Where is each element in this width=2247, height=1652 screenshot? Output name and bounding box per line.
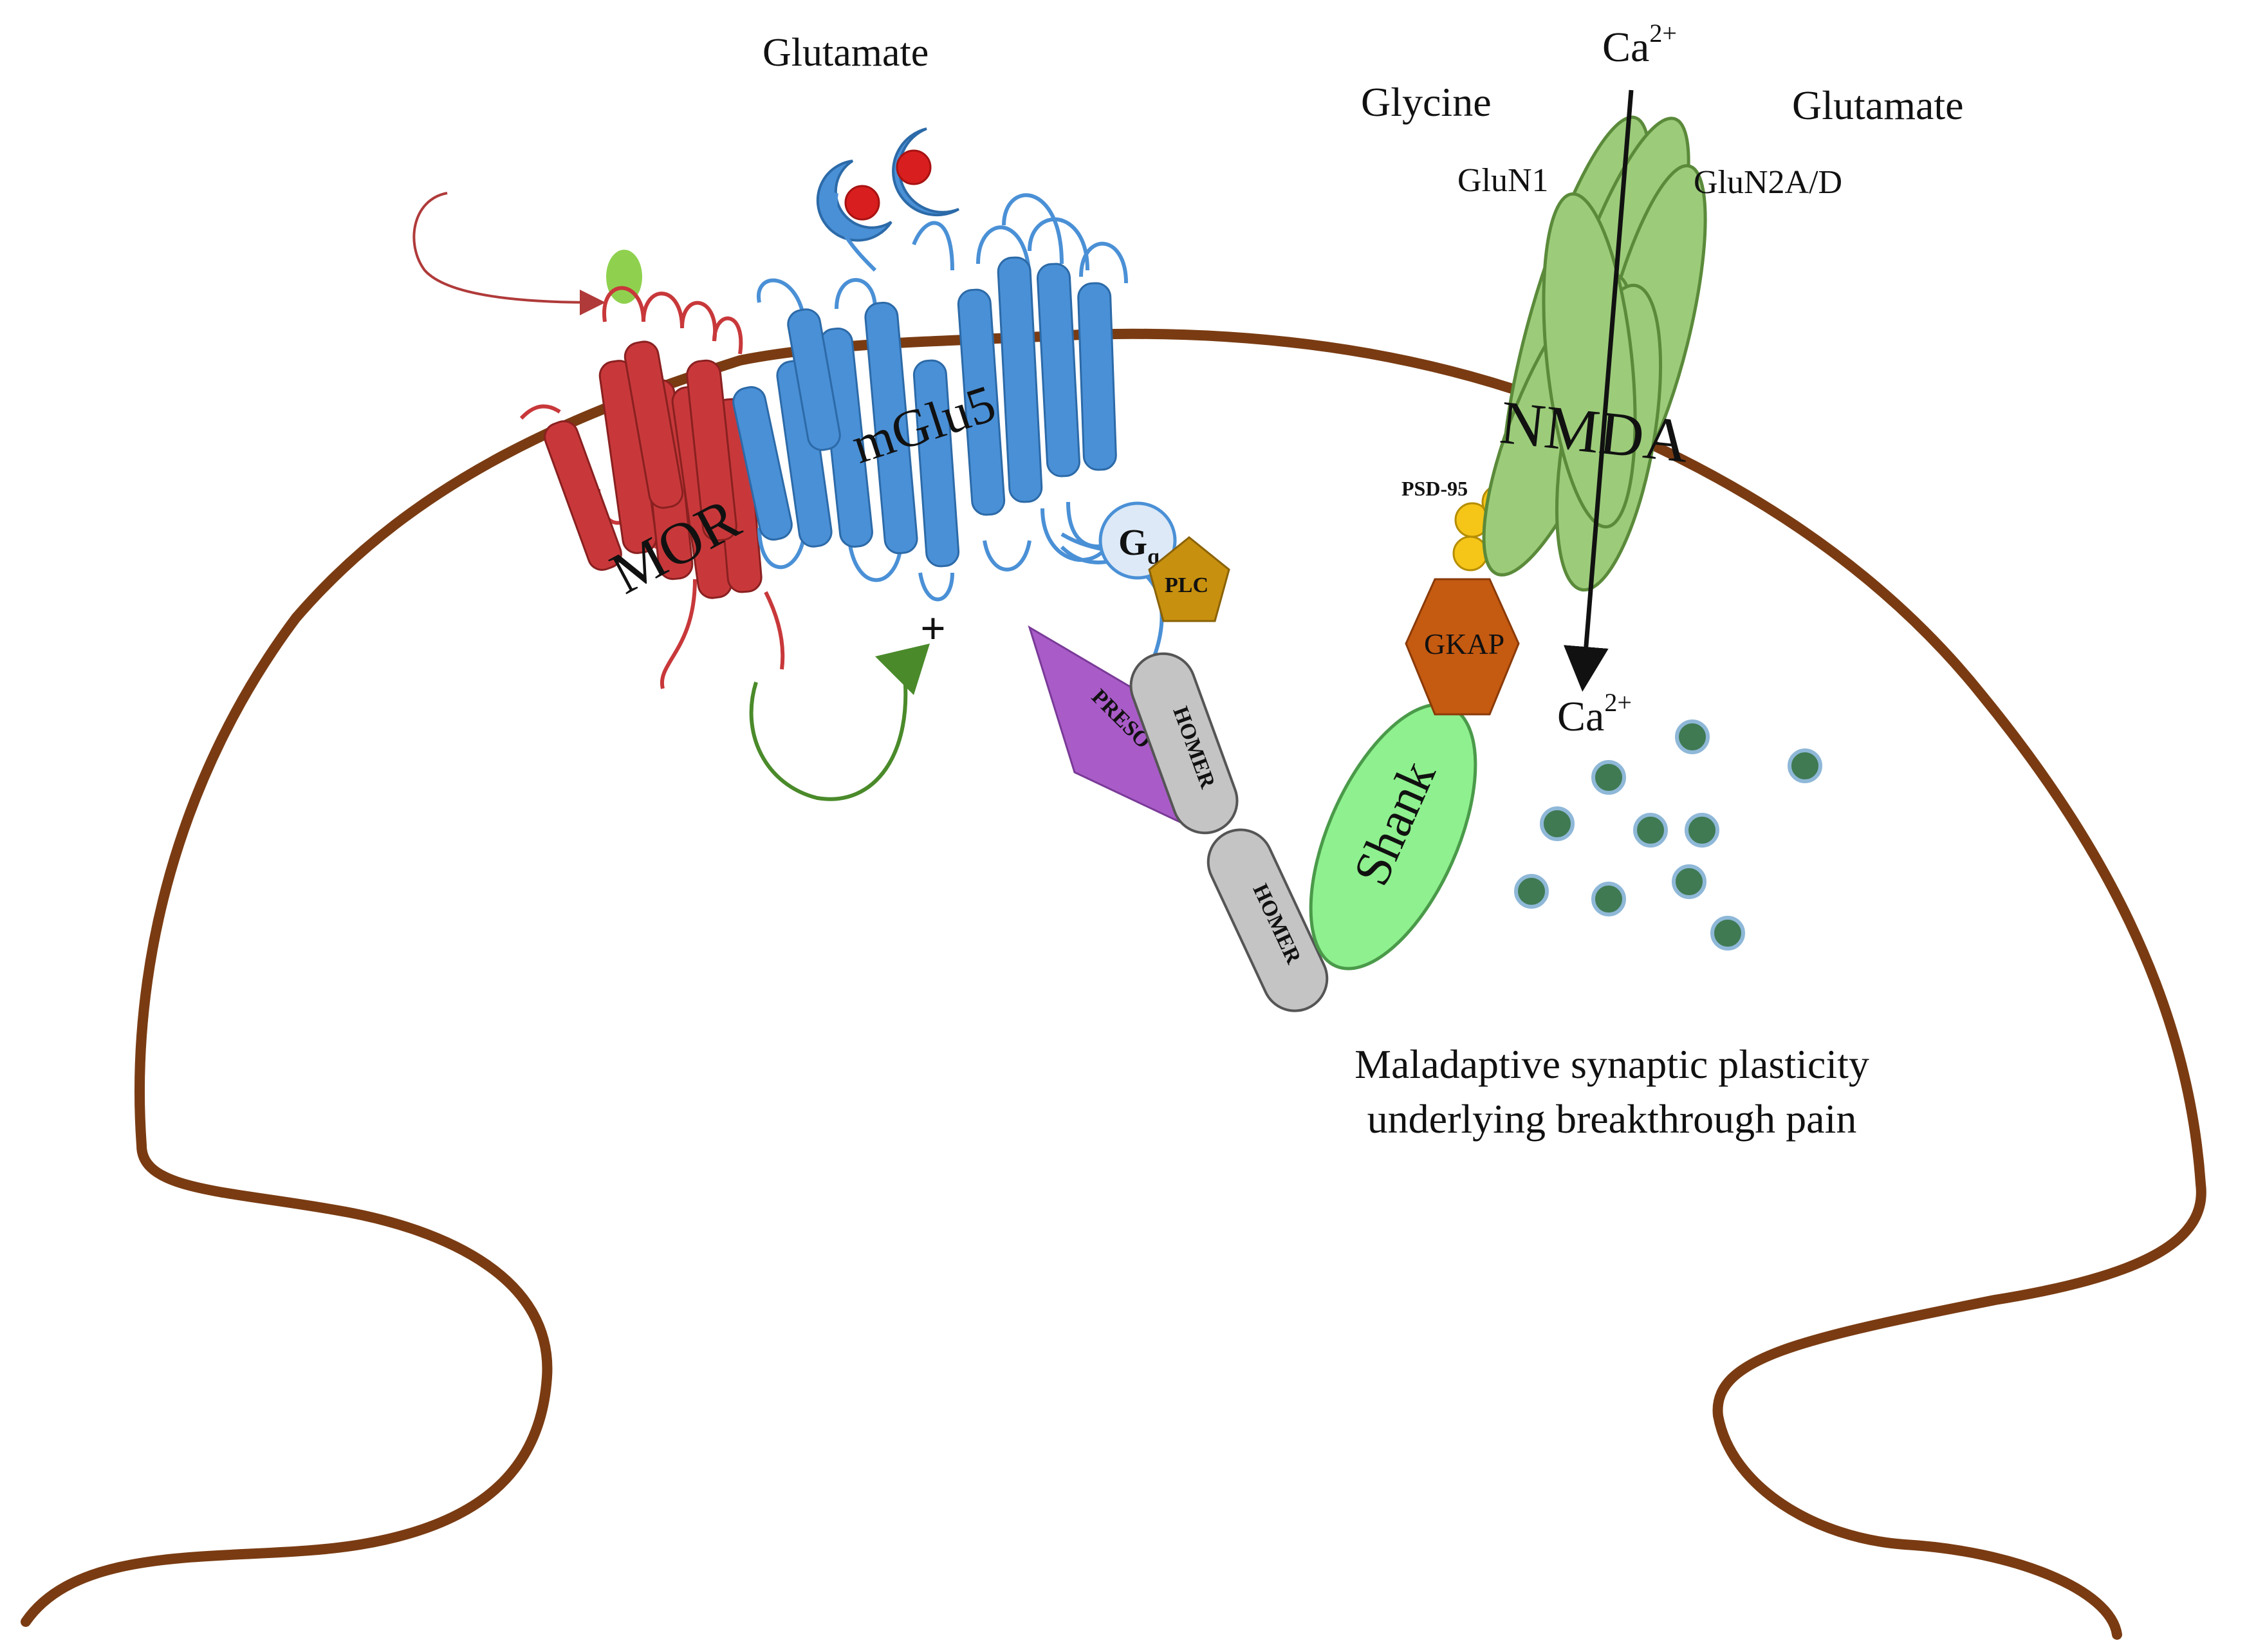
mglu5-loops xyxy=(757,192,1141,602)
calcium-ion-icon xyxy=(1591,760,1626,795)
gq-label: Gq xyxy=(1118,521,1160,569)
gq-protein xyxy=(1098,501,1177,580)
caption-line-2: underlying breakthrough pain xyxy=(1367,1096,1857,1142)
calcium-ion-icon xyxy=(1672,864,1706,899)
mglu5-helices xyxy=(732,256,1117,568)
plc-enzyme xyxy=(1148,536,1230,622)
calcium-ion-icon xyxy=(1788,748,1822,783)
calcium-ion-icon xyxy=(1710,916,1745,951)
calcium-ion-icon xyxy=(1514,874,1549,909)
homer-top xyxy=(1129,652,1239,835)
glun1-label: GluN1 xyxy=(1457,162,1549,199)
plc-label: PLC xyxy=(1165,573,1208,597)
opioid-arrow xyxy=(412,192,606,315)
glutamate-ligand-icon xyxy=(896,149,932,185)
calcium-ion-cluster xyxy=(1514,719,1822,951)
psd95-label: PSD-95 xyxy=(1401,477,1468,500)
calcium-ion-icon xyxy=(1540,806,1575,841)
calcium-flux-line xyxy=(1563,89,1634,692)
glun2-label: GluN2A/D xyxy=(1694,164,1842,201)
homer-bottom xyxy=(1207,828,1329,1012)
caption-line-1: Maladaptive synaptic plasticity xyxy=(1355,1041,1869,1087)
nmda-receptor xyxy=(1482,115,1707,592)
feedback-arrowhead xyxy=(875,644,930,695)
calcium-label-top: Ca2+ xyxy=(1602,19,1677,71)
calcium-label-bottom: Ca2+ xyxy=(1557,688,1632,740)
gkap-label: GKAP xyxy=(1424,627,1504,660)
calcium-ion-icon xyxy=(1633,813,1668,848)
gkap-protein xyxy=(1405,578,1520,716)
feedback-arrow xyxy=(749,669,908,801)
glycine-label: Glycine xyxy=(1361,79,1492,125)
glutamate-label-right: Glutamate xyxy=(1792,82,1964,128)
glutamate-binding-domain xyxy=(816,127,959,242)
plus-sign: + xyxy=(920,604,946,654)
calcium-ion-icon xyxy=(1685,813,1719,848)
calcium-ion-icon xyxy=(1675,719,1710,754)
glutamate-ligand-icon xyxy=(844,185,880,221)
calcium-ion-icon xyxy=(1591,882,1626,916)
glutamate-label-left: Glutamate xyxy=(763,31,929,75)
